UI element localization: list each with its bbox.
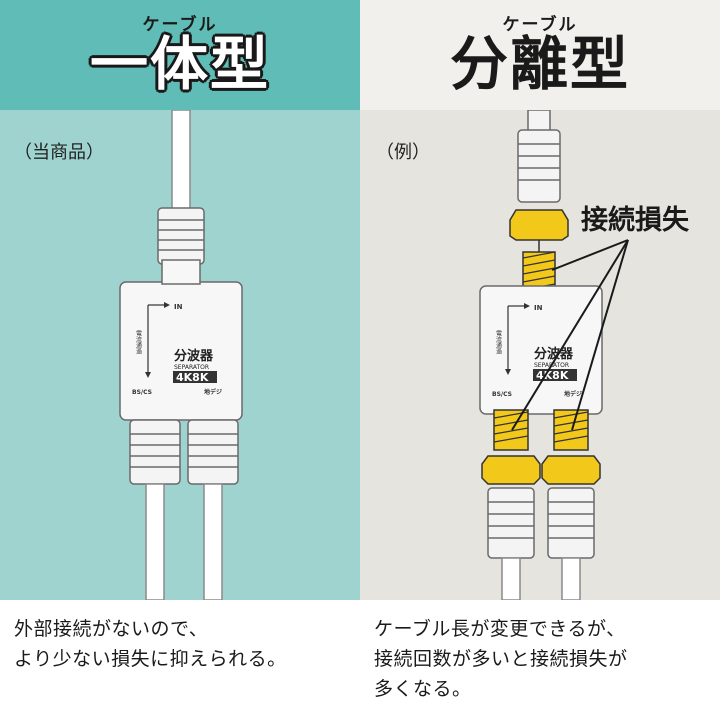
footer-line: 多くなる。 [374, 678, 472, 700]
footer-line: 接続回数が多いと接続損失が [374, 648, 628, 670]
output-boot-right [547, 487, 595, 559]
integrated-illustration: IN 電流通過 分波器 SEPARATOR 4K8K BS/CS 地デジ [119, 110, 243, 600]
yellow-thread-top [522, 251, 556, 291]
integrated-tag: （当商品） [14, 142, 104, 163]
output-cable-left [145, 483, 165, 600]
device-name: 分波器 [534, 346, 574, 362]
yellow-nut-top [509, 209, 569, 241]
separated-footer-text: ケーブル長が変更できるが、 接続回数が多いと接続損失が 多くなる。 [374, 614, 710, 704]
separated-panel: ケーブル 分離型 [360, 0, 720, 720]
integrated-footer-text: 外部接続がないので、 より少ない損失に抑えられる。 [14, 614, 350, 674]
port-bscs: BS/CS [132, 389, 152, 396]
separated-footer: ケーブル長が変更できるが、 接続回数が多いと接続損失が 多くなる。 [360, 600, 720, 720]
yellow-thread-right [553, 409, 589, 451]
badge-text: 4K8K [536, 369, 569, 382]
loss-pointer-lines [511, 239, 629, 431]
separated-title: 分離型 [449, 30, 630, 98]
port-terrestrial: 地デジ [204, 388, 222, 396]
separated-tag: （例） [376, 142, 430, 163]
output-boot-left [487, 487, 535, 559]
footer-line: 外部接続がないので、 [14, 618, 209, 640]
current-label: 電流通過 [135, 330, 142, 355]
separated-header: ケーブル 分離型 [360, 0, 720, 110]
connection-loss-label: 接続損失 [578, 198, 692, 237]
output-boot-right [187, 419, 239, 485]
port-bscs: BS/CS [492, 391, 512, 398]
footer-line: ケーブル長が変更できるが、 [374, 618, 626, 640]
input-boot [157, 207, 205, 265]
integrated-footer: 外部接続がないので、 より少ない損失に抑えられる。 [0, 600, 360, 720]
in-label: IN [534, 304, 543, 312]
separated-illustration: IN 電流通過 分波器 SEPARATOR 4K8K BS/CS 地デジ [479, 110, 629, 600]
yellow-thread-left [493, 409, 529, 451]
footer-line: より少ない損失に抑えられる。 [14, 648, 287, 670]
input-boot [517, 129, 561, 203]
output-boot-left [129, 419, 181, 485]
input-cable [171, 110, 191, 211]
current-label: 電流通過 [495, 330, 502, 355]
port-terrestrial: 地デジ [564, 390, 582, 398]
separator-body [479, 285, 603, 415]
device-sub: SEPARATOR [174, 364, 209, 371]
badge-bg [173, 371, 217, 383]
integrated-ruby: ケーブル [142, 15, 218, 35]
separated-ruby: ケーブル [502, 15, 578, 35]
in-label: IN [174, 303, 183, 311]
integrated-panel: ケーブル 一体型 IN 電流通過 分波器 SE [0, 0, 360, 720]
integrated-title: 一体型 [89, 30, 270, 98]
badge-text: 4K8K [176, 371, 209, 384]
output-cable-right [203, 483, 223, 600]
yellow-nut-left [481, 455, 541, 485]
device-name: 分波器 [174, 348, 214, 364]
integrated-header: ケーブル 一体型 [0, 0, 360, 110]
yellow-nut-right [541, 455, 601, 485]
